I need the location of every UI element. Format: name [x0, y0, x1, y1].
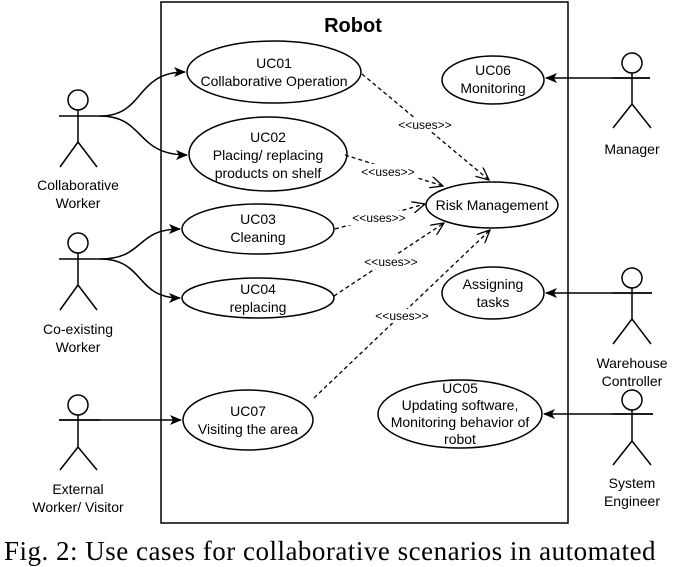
stick-figure-icon	[612, 52, 652, 129]
uses-label-uc03: <<uses>>	[352, 211, 405, 225]
actor-coexisting-worker[interactable]: Co-existing Worker	[43, 232, 113, 355]
actor-label-line2: Worker	[56, 195, 101, 211]
use-case-uc03[interactable]: UC03 Cleaning	[181, 203, 335, 255]
system-boundary	[160, 1, 569, 524]
actor-external-worker-visitor[interactable]: External Worker/ Visitor	[32, 394, 124, 515]
uc07-id: UC07	[230, 403, 266, 419]
actor-label-line2: Worker/ Visitor	[32, 499, 124, 515]
uc02-line1: Placing/ replacing	[213, 147, 324, 163]
use-case-uc02[interactable]: UC02 Placing/ replacing products on shel…	[188, 116, 348, 192]
assoc-coexist-uc04	[99, 258, 181, 303]
uc04-label: replacing	[230, 299, 287, 315]
uc06-id: UC06	[475, 62, 511, 78]
use-case-uc07[interactable]: UC07 Visiting the area	[182, 389, 314, 451]
uc01-label: Collaborative Operation	[200, 73, 347, 89]
assoc-collab-uc02	[99, 115, 188, 160]
use-case-uc01[interactable]: UC01 Collaborative Operation	[186, 40, 362, 104]
risk-label: Risk Management	[436, 197, 549, 213]
assign-line1: Assigning	[463, 276, 524, 292]
actor-label-line1: Manager	[604, 141, 660, 157]
stick-figure-icon	[612, 267, 652, 345]
actor-warehouse-controller[interactable]: Warehouse Controller	[596, 267, 668, 389]
assign-line2: tasks	[477, 294, 510, 310]
uses-label-uc04: <<uses>>	[364, 255, 417, 269]
actor-label-line1: Warehouse	[596, 355, 667, 371]
actor-label-line2: Controller	[602, 373, 663, 389]
uc05-line2: Monitoring behavior of	[391, 414, 530, 430]
uses-label-uc07: <<uses>>	[375, 309, 428, 323]
uc04-id: UC04	[240, 281, 276, 297]
use-case-risk-management[interactable]: Risk Management	[425, 181, 559, 229]
actor-label-line1: Co-existing	[43, 321, 113, 337]
uc02-id: UC02	[250, 129, 286, 145]
uc01-id: UC01	[256, 55, 292, 71]
uc03-label: Cleaning	[230, 229, 285, 245]
actor-manager[interactable]: Manager	[604, 52, 660, 157]
uc03-id: UC03	[240, 211, 276, 227]
assoc-coexist-uc03	[99, 224, 181, 260]
uses-label-uc02: <<uses>>	[361, 165, 414, 179]
actor-label-line1: External	[52, 481, 103, 497]
uc05-id: UC05	[442, 380, 478, 396]
actor-label-line1: Collaborative	[37, 177, 119, 193]
system-title: Robot	[324, 15, 382, 37]
uses-label-uc01: <<uses>>	[398, 118, 451, 132]
actor-collaborative-worker[interactable]: Collaborative Worker	[37, 89, 119, 211]
use-case-uc06[interactable]: UC06 Monitoring	[441, 55, 545, 105]
figure-caption: Fig. 2: Use cases for collaborative scen…	[4, 536, 657, 566]
use-case-uc04[interactable]: UC04 replacing	[181, 277, 335, 319]
use-case-assigning-tasks[interactable]: Assigning tasks	[441, 266, 545, 320]
stick-figure-icon	[612, 389, 653, 466]
assoc-collab-uc01	[99, 67, 186, 117]
stick-figure-icon	[59, 89, 100, 168]
stick-figure-icon	[59, 232, 100, 311]
actor-system-engineer[interactable]: System Engineer	[604, 389, 660, 509]
uc02-line2: products on shelf	[215, 165, 322, 181]
stick-figure-icon	[59, 394, 100, 471]
uc05-line3: robot	[444, 431, 476, 447]
actor-label-line1: System	[609, 475, 656, 491]
actor-label-line2: Worker	[56, 339, 101, 355]
uc05-line1: Updating software,	[402, 397, 519, 413]
actor-label-line2: Engineer	[604, 493, 660, 509]
uc07-label: Visiting the area	[198, 421, 298, 437]
uc06-label: Monitoring	[460, 80, 525, 96]
use-case-uc05[interactable]: UC05 Updating software, Monitoring behav…	[377, 379, 543, 449]
